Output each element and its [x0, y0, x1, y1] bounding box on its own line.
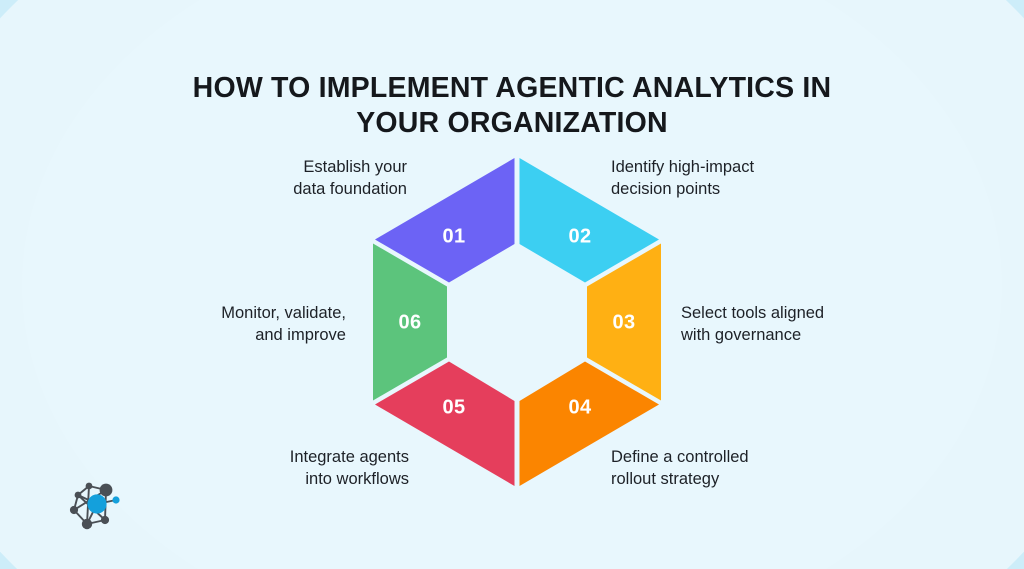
- step-label-02-line-1: Identify high-impact: [611, 158, 755, 176]
- step-label-03-line-1: Select tools aligned: [681, 304, 825, 322]
- step-label-01-line-2: data foundation: [293, 179, 407, 198]
- step-label-04-line-1: Define a controlled: [611, 448, 749, 466]
- step-label-05-line-1: Integrate agents: [289, 448, 409, 466]
- hex-segment-05-shape[interactable]: [375, 361, 515, 487]
- page-title: HOW TO IMPLEMENT AGENTIC ANALYTICS IN YO…: [0, 71, 1024, 141]
- hex-segment-04[interactable]: 04: [519, 361, 660, 487]
- network-graph-logo-icon: [69, 482, 120, 530]
- step-label-06-line-1: Monitor, validate,: [221, 304, 346, 322]
- hex-segment-03-shape[interactable]: [587, 243, 661, 401]
- step-label-06-line-2: and improve: [255, 325, 346, 344]
- hex-segment-03-number: 03: [612, 311, 635, 333]
- hexagon-cycle-diagram: 01 02 03 04 05 06: [355, 143, 679, 501]
- step-label-03: Select tools aligned with governance: [681, 303, 931, 347]
- hex-segment-01[interactable]: 01: [375, 158, 515, 283]
- hex-segment-02[interactable]: 02: [519, 158, 660, 283]
- hex-segment-03[interactable]: 03: [587, 243, 661, 401]
- step-label-02-line-2: decision points: [611, 179, 721, 198]
- hex-segment-01-number: 01: [442, 225, 465, 247]
- step-label-03-line-2: with governance: [681, 325, 802, 344]
- hex-segment-01-shape[interactable]: [375, 158, 515, 283]
- network-graph-logo: [64, 476, 130, 538]
- step-label-04-line-2: rollout strategy: [611, 469, 720, 488]
- hex-segment-05-number: 05: [442, 396, 465, 418]
- step-label-01-line-1: Establish your: [303, 158, 407, 176]
- hex-segment-06-shape[interactable]: [373, 243, 447, 401]
- hex-segment-04-shape[interactable]: [519, 361, 660, 487]
- hex-segment-06[interactable]: 06: [373, 243, 447, 401]
- page-title-line-2: YOUR ORGANIZATION: [356, 106, 668, 139]
- step-label-01: Establish your data foundation: [185, 157, 407, 201]
- hex-segment-06-number: 06: [398, 311, 421, 333]
- step-label-06: Monitor, validate, and improve: [160, 303, 346, 347]
- hex-segment-02-shape[interactable]: [519, 158, 660, 283]
- step-label-05-line-2: into workflows: [305, 469, 409, 488]
- step-label-05: Integrate agents into workflows: [185, 447, 409, 491]
- hex-segment-04-number: 04: [568, 396, 592, 418]
- hex-segment-02-number: 02: [568, 225, 591, 247]
- page-title-line-1: HOW TO IMPLEMENT AGENTIC ANALYTICS IN: [192, 72, 832, 105]
- hex-segment-05[interactable]: 05: [375, 361, 515, 487]
- step-label-04: Define a controlled rollout strategy: [611, 447, 861, 491]
- step-label-02: Identify high-impact decision points: [611, 157, 851, 201]
